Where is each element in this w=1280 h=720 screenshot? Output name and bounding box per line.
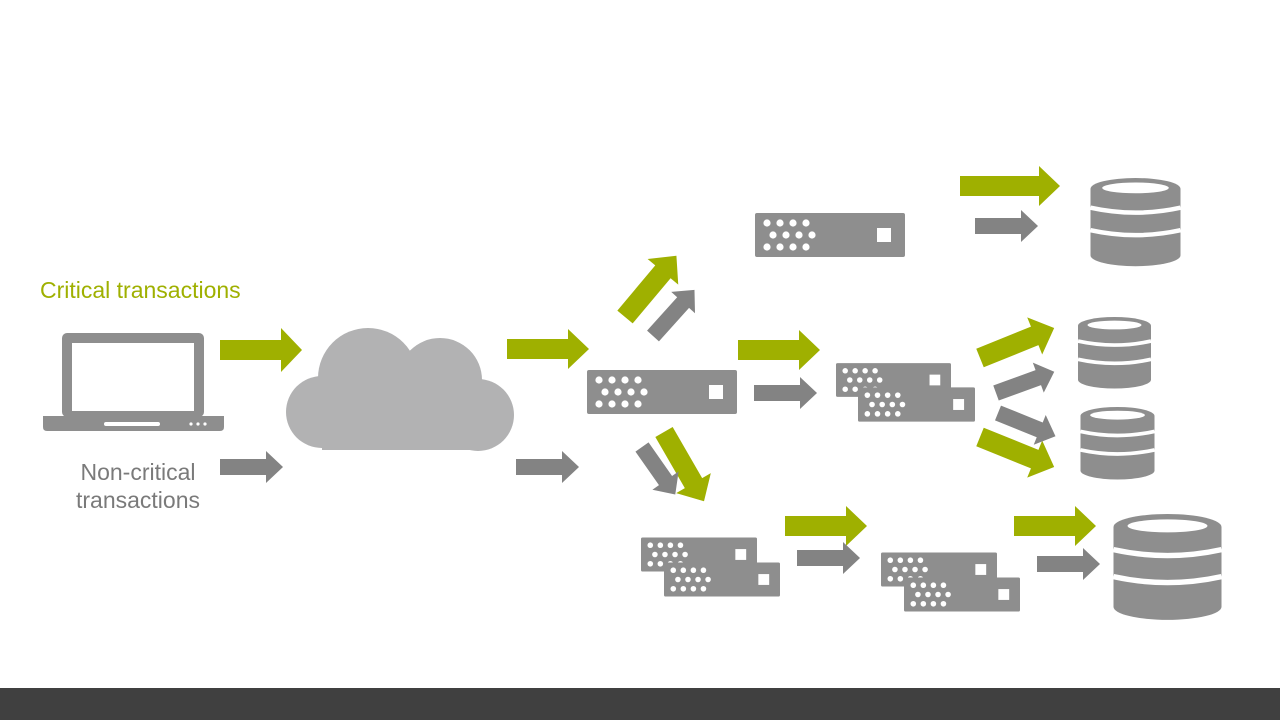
noncritical-arrows (220, 210, 1100, 580)
critical-transactions-label: Critical transactions (40, 277, 241, 303)
noncritical-transactions-label: Non-critical transactions (75, 459, 200, 513)
critical-arrows (220, 166, 1096, 546)
cloud-icon (286, 328, 514, 451)
laptop-icon (43, 333, 224, 431)
footer-bar (0, 688, 1280, 720)
database-icon (1076, 178, 1222, 620)
